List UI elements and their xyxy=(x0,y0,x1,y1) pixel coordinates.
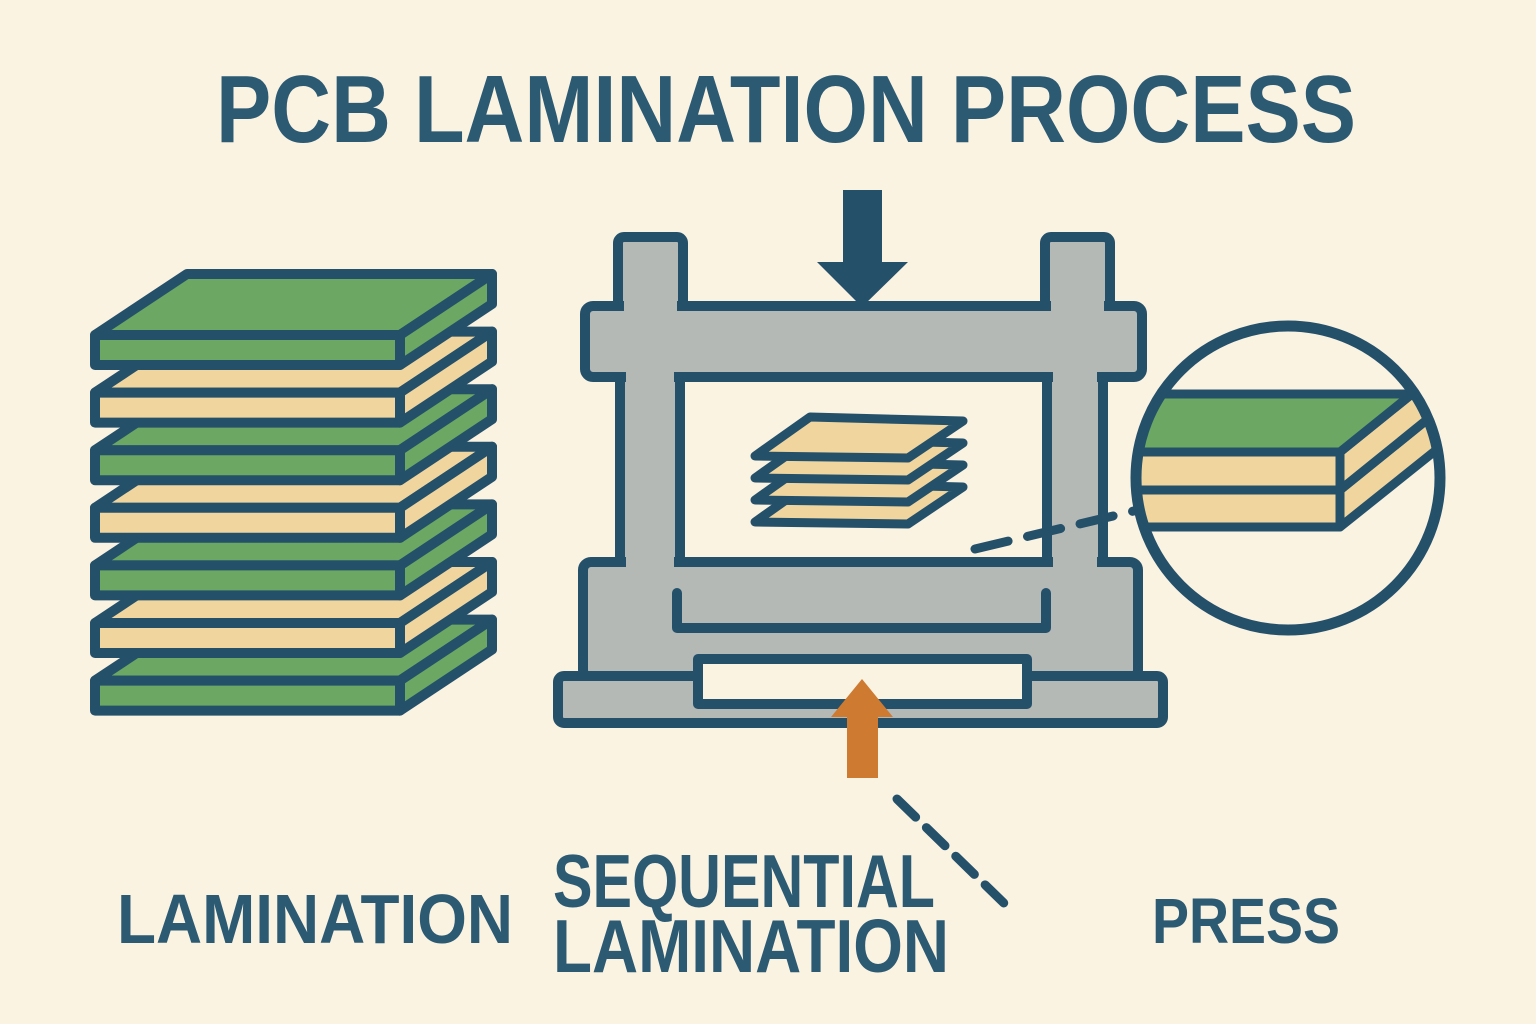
joint-patch xyxy=(626,556,674,570)
joint-patch xyxy=(1053,556,1097,570)
label-press: PRESS xyxy=(1152,885,1340,957)
stack-layer-front xyxy=(90,618,405,658)
stack-layer-front xyxy=(90,502,405,543)
press-sheet-stack xyxy=(750,412,968,529)
up-pressure-arrow-icon xyxy=(831,679,893,778)
label-sequential-line1: SEQUENTIAL xyxy=(553,839,935,923)
press-right-column xyxy=(1042,365,1108,573)
stack-layer-front xyxy=(90,445,405,486)
press-left-post xyxy=(613,232,688,314)
leader-line-to-magnifier xyxy=(970,505,1143,554)
leader-line-sequential xyxy=(892,794,1017,916)
joint-patch xyxy=(1051,300,1104,314)
joint-patch xyxy=(624,300,677,314)
magnifier-circle-icon xyxy=(1130,320,1446,636)
page-title: PCB LAMINATION PROCESS xyxy=(216,56,1356,163)
stack-layer-front xyxy=(90,330,405,370)
down-pressure-arrow-icon xyxy=(817,190,908,307)
stack-layer-front xyxy=(90,560,405,601)
press-sheet xyxy=(750,412,968,463)
press-right-post xyxy=(1040,232,1115,314)
press-left-column xyxy=(615,365,685,573)
stack-layer-front xyxy=(90,387,405,428)
lamination-stack xyxy=(90,269,497,716)
label-lamination: LAMINATION xyxy=(117,880,513,958)
press-machine xyxy=(553,190,1168,778)
stack-layer-front xyxy=(90,675,405,716)
platen-groove-line xyxy=(672,588,1051,633)
press-top-platen xyxy=(580,301,1147,382)
label-sequential-line2: LAMINATION xyxy=(553,904,949,988)
joint-patch xyxy=(626,371,674,385)
joint-patch xyxy=(1053,371,1097,385)
